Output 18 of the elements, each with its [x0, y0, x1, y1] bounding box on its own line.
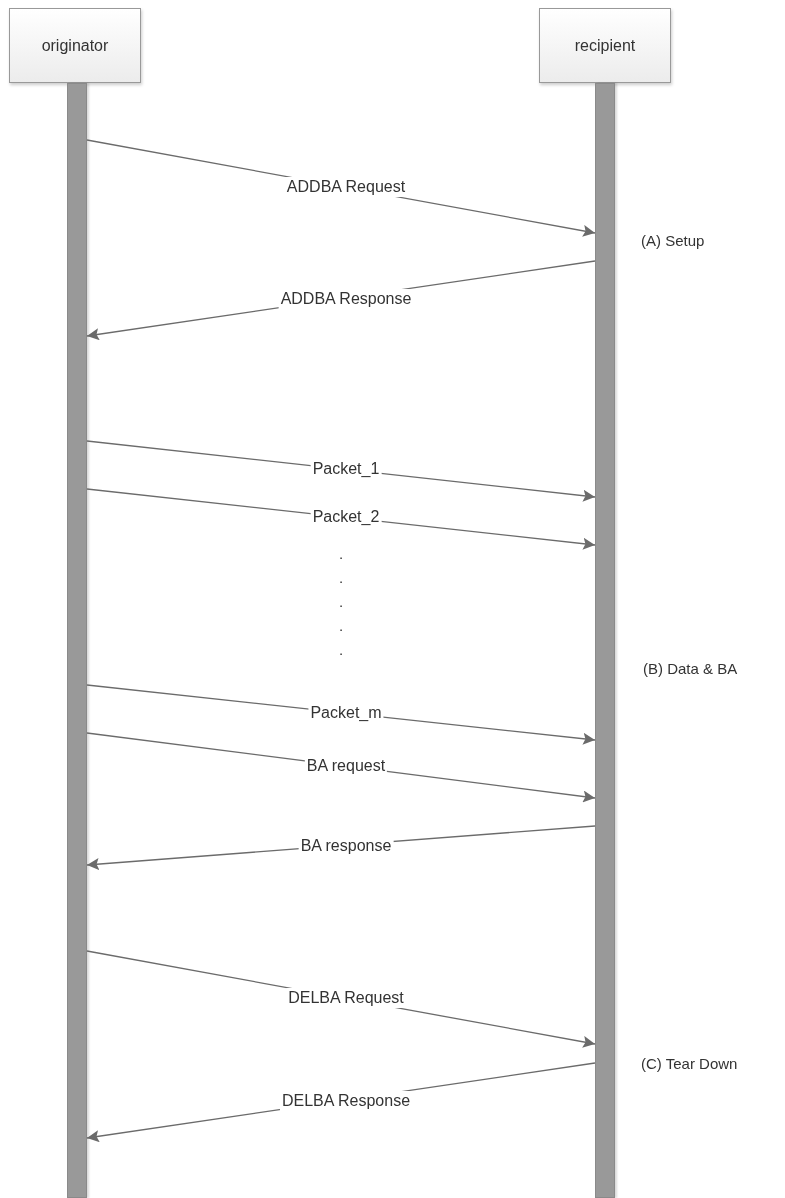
ellipsis-dot: . [338, 641, 344, 659]
ellipsis-dot: . [338, 569, 344, 587]
edge-label: DELBA Request [286, 987, 406, 1008]
lifeline-bar [67, 83, 87, 1198]
phase-label: (B) Data & BA [643, 660, 738, 678]
phase-label: (C) Tear Down [641, 1055, 738, 1073]
edge-label: ADDBA Request [284, 176, 408, 197]
phase-label: (A) Setup [641, 232, 705, 250]
edge-label: ADDBA Response [278, 288, 414, 309]
edge-label: DELBA Response [279, 1090, 413, 1111]
participant-box: originator [9, 8, 141, 83]
edge-label: Packet_2 [310, 507, 382, 527]
edge-label: Packet_1 [310, 459, 382, 479]
ellipsis-dot: . [338, 545, 344, 563]
lifeline-bar [595, 83, 615, 1198]
participant-box: recipient [539, 8, 671, 83]
ellipsis-dot: . [338, 593, 344, 611]
ellipsis-dot: . [338, 617, 344, 635]
